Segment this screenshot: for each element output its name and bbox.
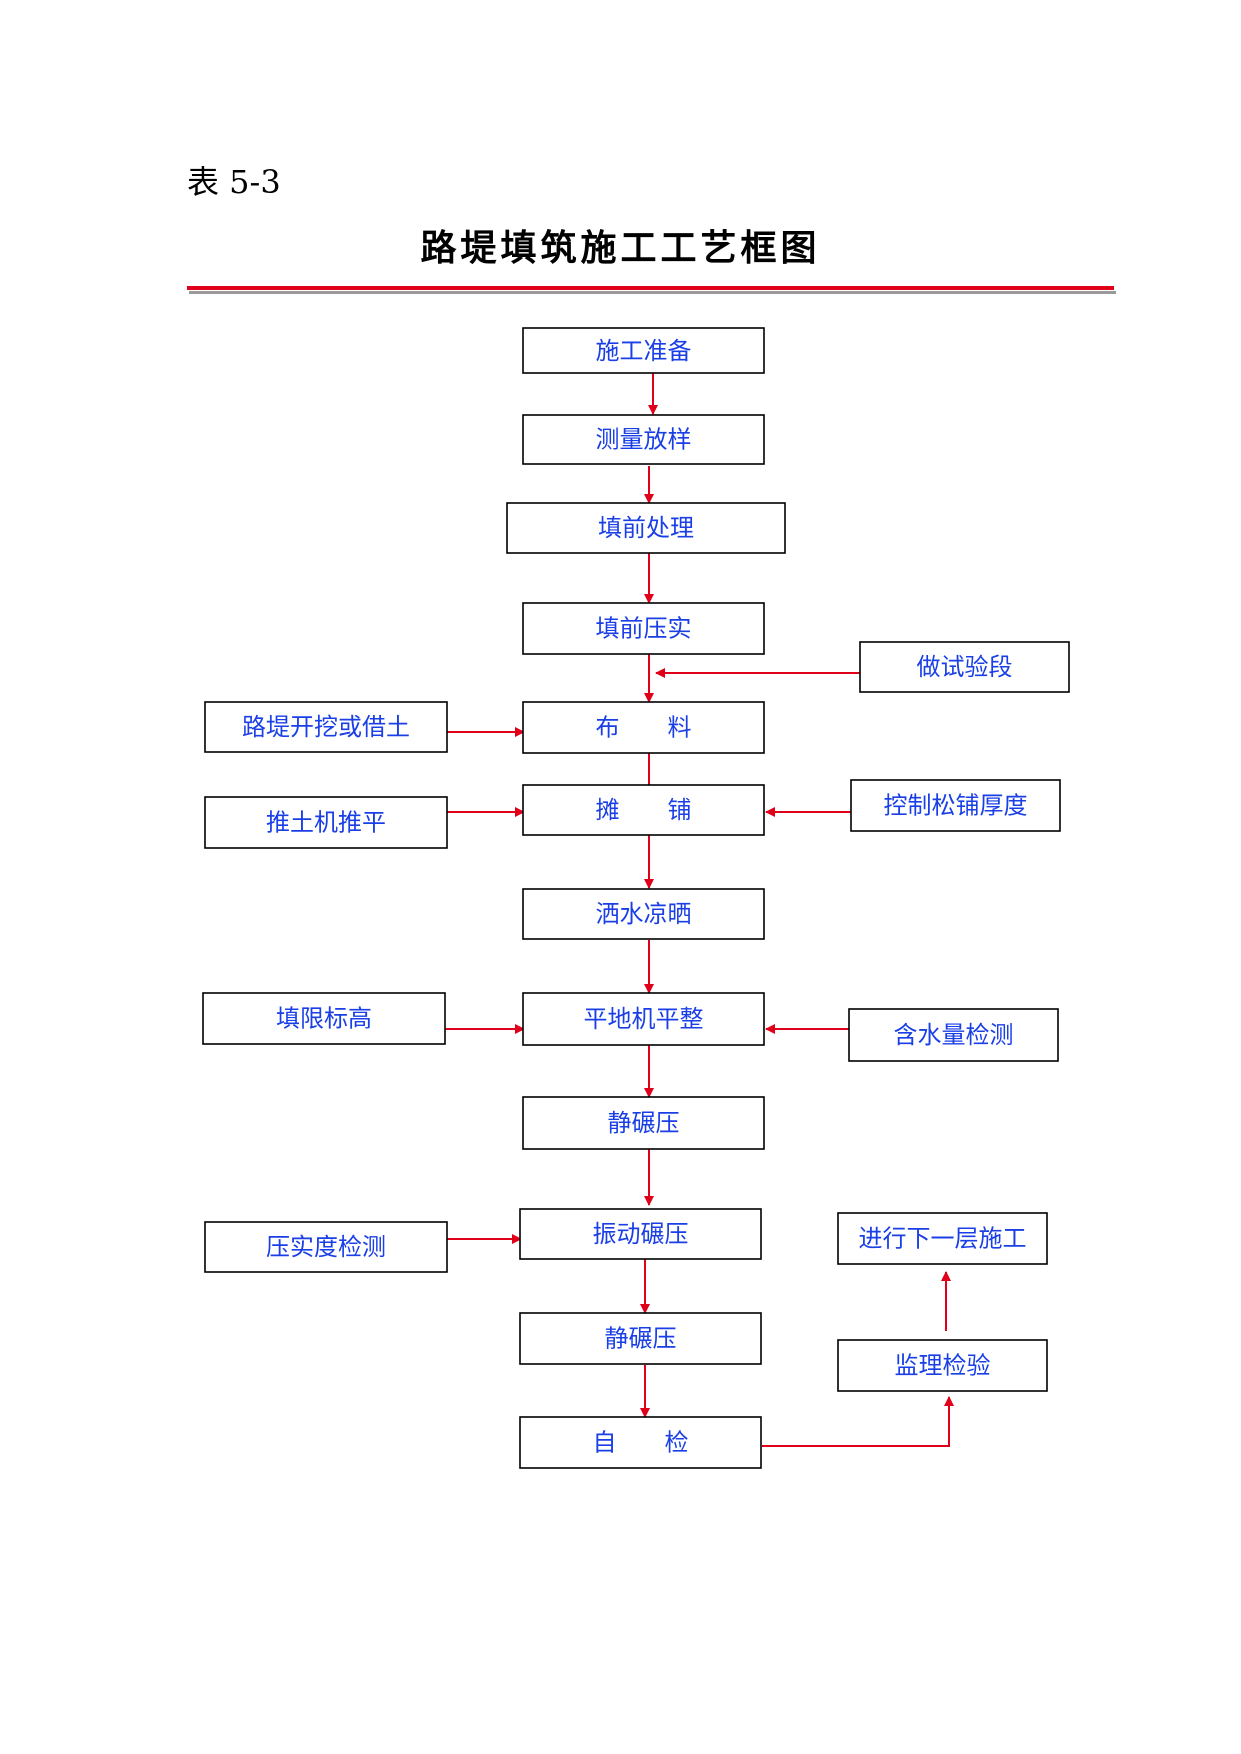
arrow-self-check-supervision xyxy=(762,1396,954,1447)
step-label: 测量放样 xyxy=(596,426,692,454)
input-moisture-test: 含水量检测 xyxy=(848,1008,1059,1062)
step-label: 洒水凉晒 xyxy=(596,900,692,928)
step-label: 填前压实 xyxy=(596,615,692,643)
step-grader-leveling: 平地机平整 xyxy=(522,992,765,1046)
step-label: 施工准备 xyxy=(596,337,692,365)
step-label: 监理检验 xyxy=(895,1352,991,1380)
document-title: 路堤填筑施工工艺框图 xyxy=(420,227,821,269)
input-test-section: 做试验段 xyxy=(859,641,1070,693)
input-compaction-test: 压实度检测 xyxy=(204,1221,448,1273)
step-label: 填前处理 xyxy=(598,514,694,542)
step-label: 自 检 xyxy=(593,1429,689,1457)
step-label: 摊 铺 xyxy=(596,796,692,824)
step-supervision-inspection: 监理检验 xyxy=(837,1339,1048,1392)
input-label: 推土机推平 xyxy=(266,809,386,837)
input-label: 路堤开挖或借土 xyxy=(242,713,410,741)
step-self-check: 自 检 xyxy=(519,1416,762,1469)
step-label: 静碾压 xyxy=(608,1109,680,1137)
input-label: 做试验段 xyxy=(917,653,1013,681)
step-spreading: 摊 铺 xyxy=(522,784,765,836)
title-divider-shadow xyxy=(189,291,1116,294)
step-pre-fill-compaction: 填前压实 xyxy=(522,602,765,655)
input-label: 控制松铺厚度 xyxy=(884,792,1028,820)
input-label: 含水量检测 xyxy=(894,1021,1014,1049)
step-static-rolling-2: 静碾压 xyxy=(519,1312,762,1365)
step-vibratory-rolling: 振动碾压 xyxy=(519,1208,762,1260)
input-fill-elevation: 填限标高 xyxy=(202,992,446,1045)
step-label: 静碾压 xyxy=(605,1325,677,1353)
step-label: 平地机平整 xyxy=(584,1005,704,1033)
step-static-rolling-1: 静碾压 xyxy=(522,1096,765,1150)
input-borrow-soil: 路堤开挖或借土 xyxy=(204,701,448,753)
step-survey-layout: 测量放样 xyxy=(522,414,765,465)
step-label: 振动碾压 xyxy=(593,1220,689,1248)
step-construction-prep: 施工准备 xyxy=(522,327,765,374)
step-watering-drying: 洒水凉晒 xyxy=(522,888,765,940)
step-label: 布 料 xyxy=(596,714,692,742)
step-next-layer: 进行下一层施工 xyxy=(837,1212,1048,1265)
step-material-placement: 布 料 xyxy=(522,701,765,754)
table-label: 表 5-3 xyxy=(187,163,281,201)
input-label: 压实度检测 xyxy=(266,1233,386,1261)
input-label: 填限标高 xyxy=(276,1005,372,1033)
step-pre-fill-treatment: 填前处理 xyxy=(506,502,786,554)
input-bulldozer: 推土机推平 xyxy=(204,796,448,849)
input-loose-thickness: 控制松铺厚度 xyxy=(850,779,1061,832)
step-label: 进行下一层施工 xyxy=(859,1225,1027,1253)
title-divider xyxy=(187,286,1114,290)
